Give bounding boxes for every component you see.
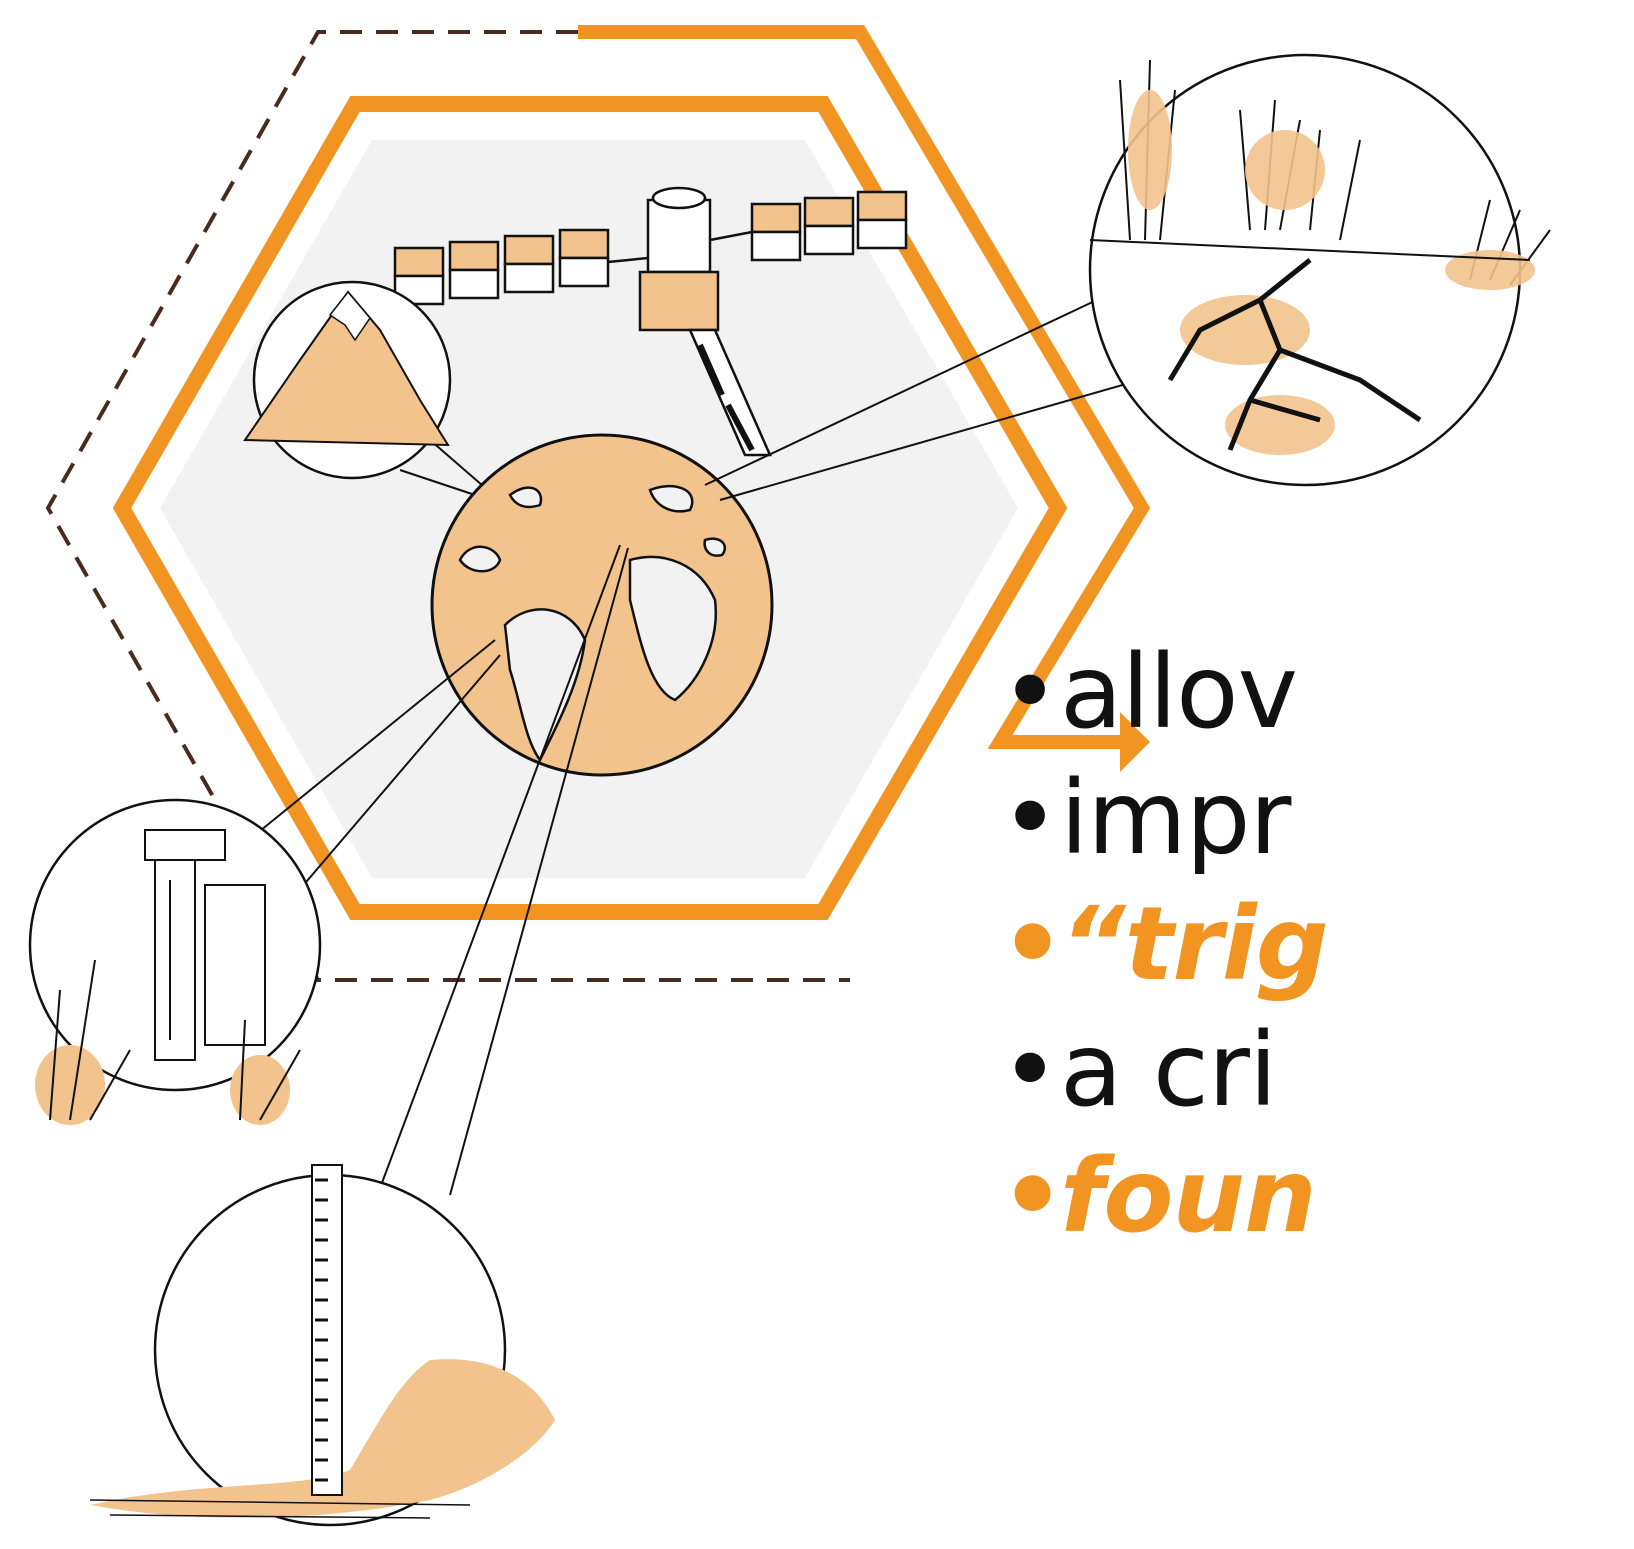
bullet-text: foun <box>1060 1137 1316 1256</box>
bullet-item-2: •impr <box>1000 756 1634 882</box>
globe-icon <box>432 435 772 775</box>
staff-gauge-icon <box>312 1165 342 1495</box>
bullet-item-4: •a cri <box>1000 1008 1634 1134</box>
bullet-text: a cri <box>1060 1011 1276 1130</box>
bullet-item-5: •foun <box>1000 1134 1634 1260</box>
bullet-item-1: •allov <box>1000 630 1634 756</box>
bullet-text: “trig <box>1060 885 1328 1004</box>
bullet-text: impr <box>1060 759 1290 878</box>
bullet-text: allov <box>1060 633 1297 752</box>
bullet-item-3: •“trig <box>1000 882 1634 1008</box>
bullet-list: •allov •impr •“trig •a cri •foun <box>1000 630 1634 1260</box>
